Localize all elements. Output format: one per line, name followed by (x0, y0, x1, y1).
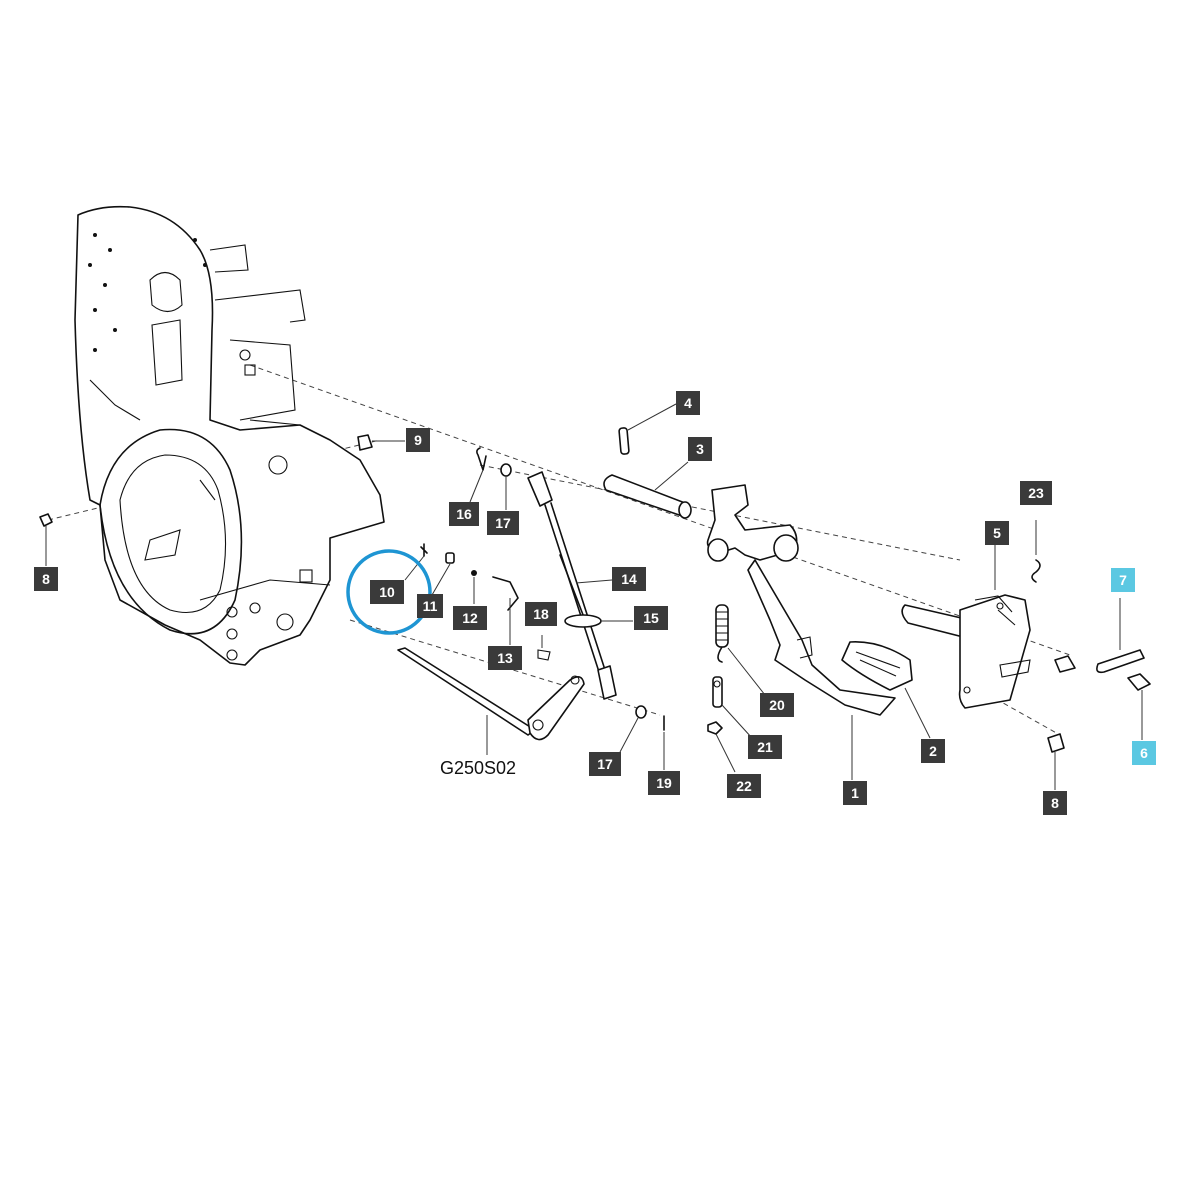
parts-17-19-bottom (619, 705, 665, 770)
callout-4[interactable]: 4 (676, 391, 700, 415)
part-7-plate (1054, 598, 1145, 674)
part-2-pedal-pad (841, 641, 931, 739)
part-9-plug (357, 434, 405, 451)
selection-ring (346, 549, 432, 635)
part-20-spring (715, 604, 766, 696)
callout-6[interactable]: 6 (1132, 741, 1156, 765)
part-3-tube (603, 461, 692, 519)
part-8-nut-right (1047, 733, 1065, 790)
parts-16-17-top (469, 447, 512, 510)
callout-21[interactable]: 21 (748, 735, 782, 759)
callout-3[interactable]: 3 (688, 437, 712, 461)
callout-9[interactable]: 9 (406, 428, 430, 452)
part-6-bolt (1127, 673, 1151, 740)
callout-17-bottom[interactable]: 17 (589, 752, 621, 776)
part-4-pin (618, 403, 677, 455)
callout-14[interactable]: 14 (612, 567, 646, 591)
part-8-nut-left (39, 513, 53, 566)
callout-7[interactable]: 7 (1111, 568, 1135, 592)
part-1-pedal (706, 484, 896, 780)
callout-1[interactable]: 1 (843, 781, 867, 805)
callout-8-left[interactable]: 8 (34, 567, 58, 591)
callout-15[interactable]: 15 (634, 606, 668, 630)
callout-8-right[interactable]: 8 (1043, 791, 1067, 815)
cross-shaft (397, 635, 585, 755)
callout-17-top[interactable]: 17 (487, 511, 519, 535)
callout-12[interactable]: 12 (453, 606, 487, 630)
part-13-rod (492, 576, 519, 645)
callout-19[interactable]: 19 (648, 771, 680, 795)
callout-10[interactable]: 10 (370, 580, 404, 604)
callout-20[interactable]: 20 (760, 693, 794, 717)
part-15-boot (564, 614, 633, 628)
part-5-bracket (901, 545, 1031, 709)
callout-11[interactable]: 11 (417, 594, 443, 618)
part-22-nut (707, 721, 736, 773)
parts-10-11-12 (404, 543, 477, 604)
part-23-clip (1031, 520, 1041, 583)
callout-22[interactable]: 22 (727, 774, 761, 798)
part-14-rod (527, 471, 617, 700)
callout-18[interactable]: 18 (525, 602, 557, 626)
diagram-code: G250S02 (440, 758, 517, 778)
callout-13[interactable]: 13 (488, 646, 522, 670)
part-21-eye-bolt (712, 676, 753, 739)
callout-16[interactable]: 16 (449, 502, 479, 526)
transmission-housing (74, 205, 385, 666)
callout-23[interactable]: 23 (1020, 481, 1052, 505)
callout-2[interactable]: 2 (921, 739, 945, 763)
callout-5[interactable]: 5 (985, 521, 1009, 545)
